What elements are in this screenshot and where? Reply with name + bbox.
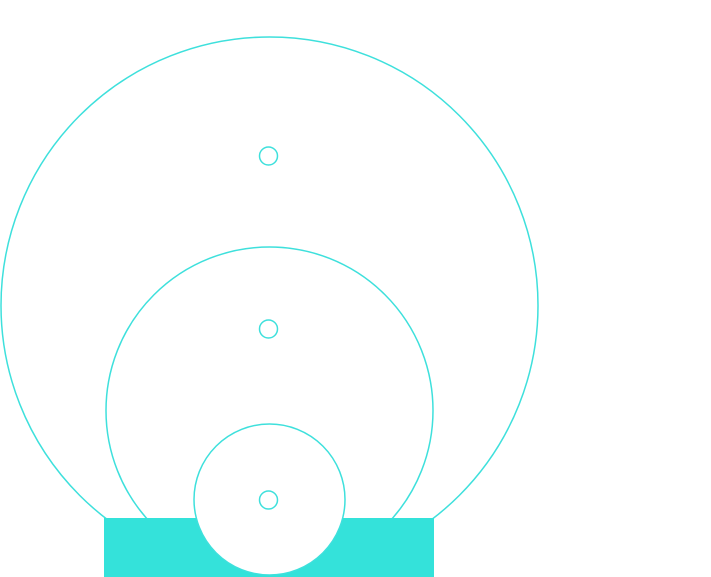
middle-center-dot [258, 319, 279, 339]
inner-center-dot [258, 490, 279, 510]
top-center-dot [258, 146, 279, 166]
